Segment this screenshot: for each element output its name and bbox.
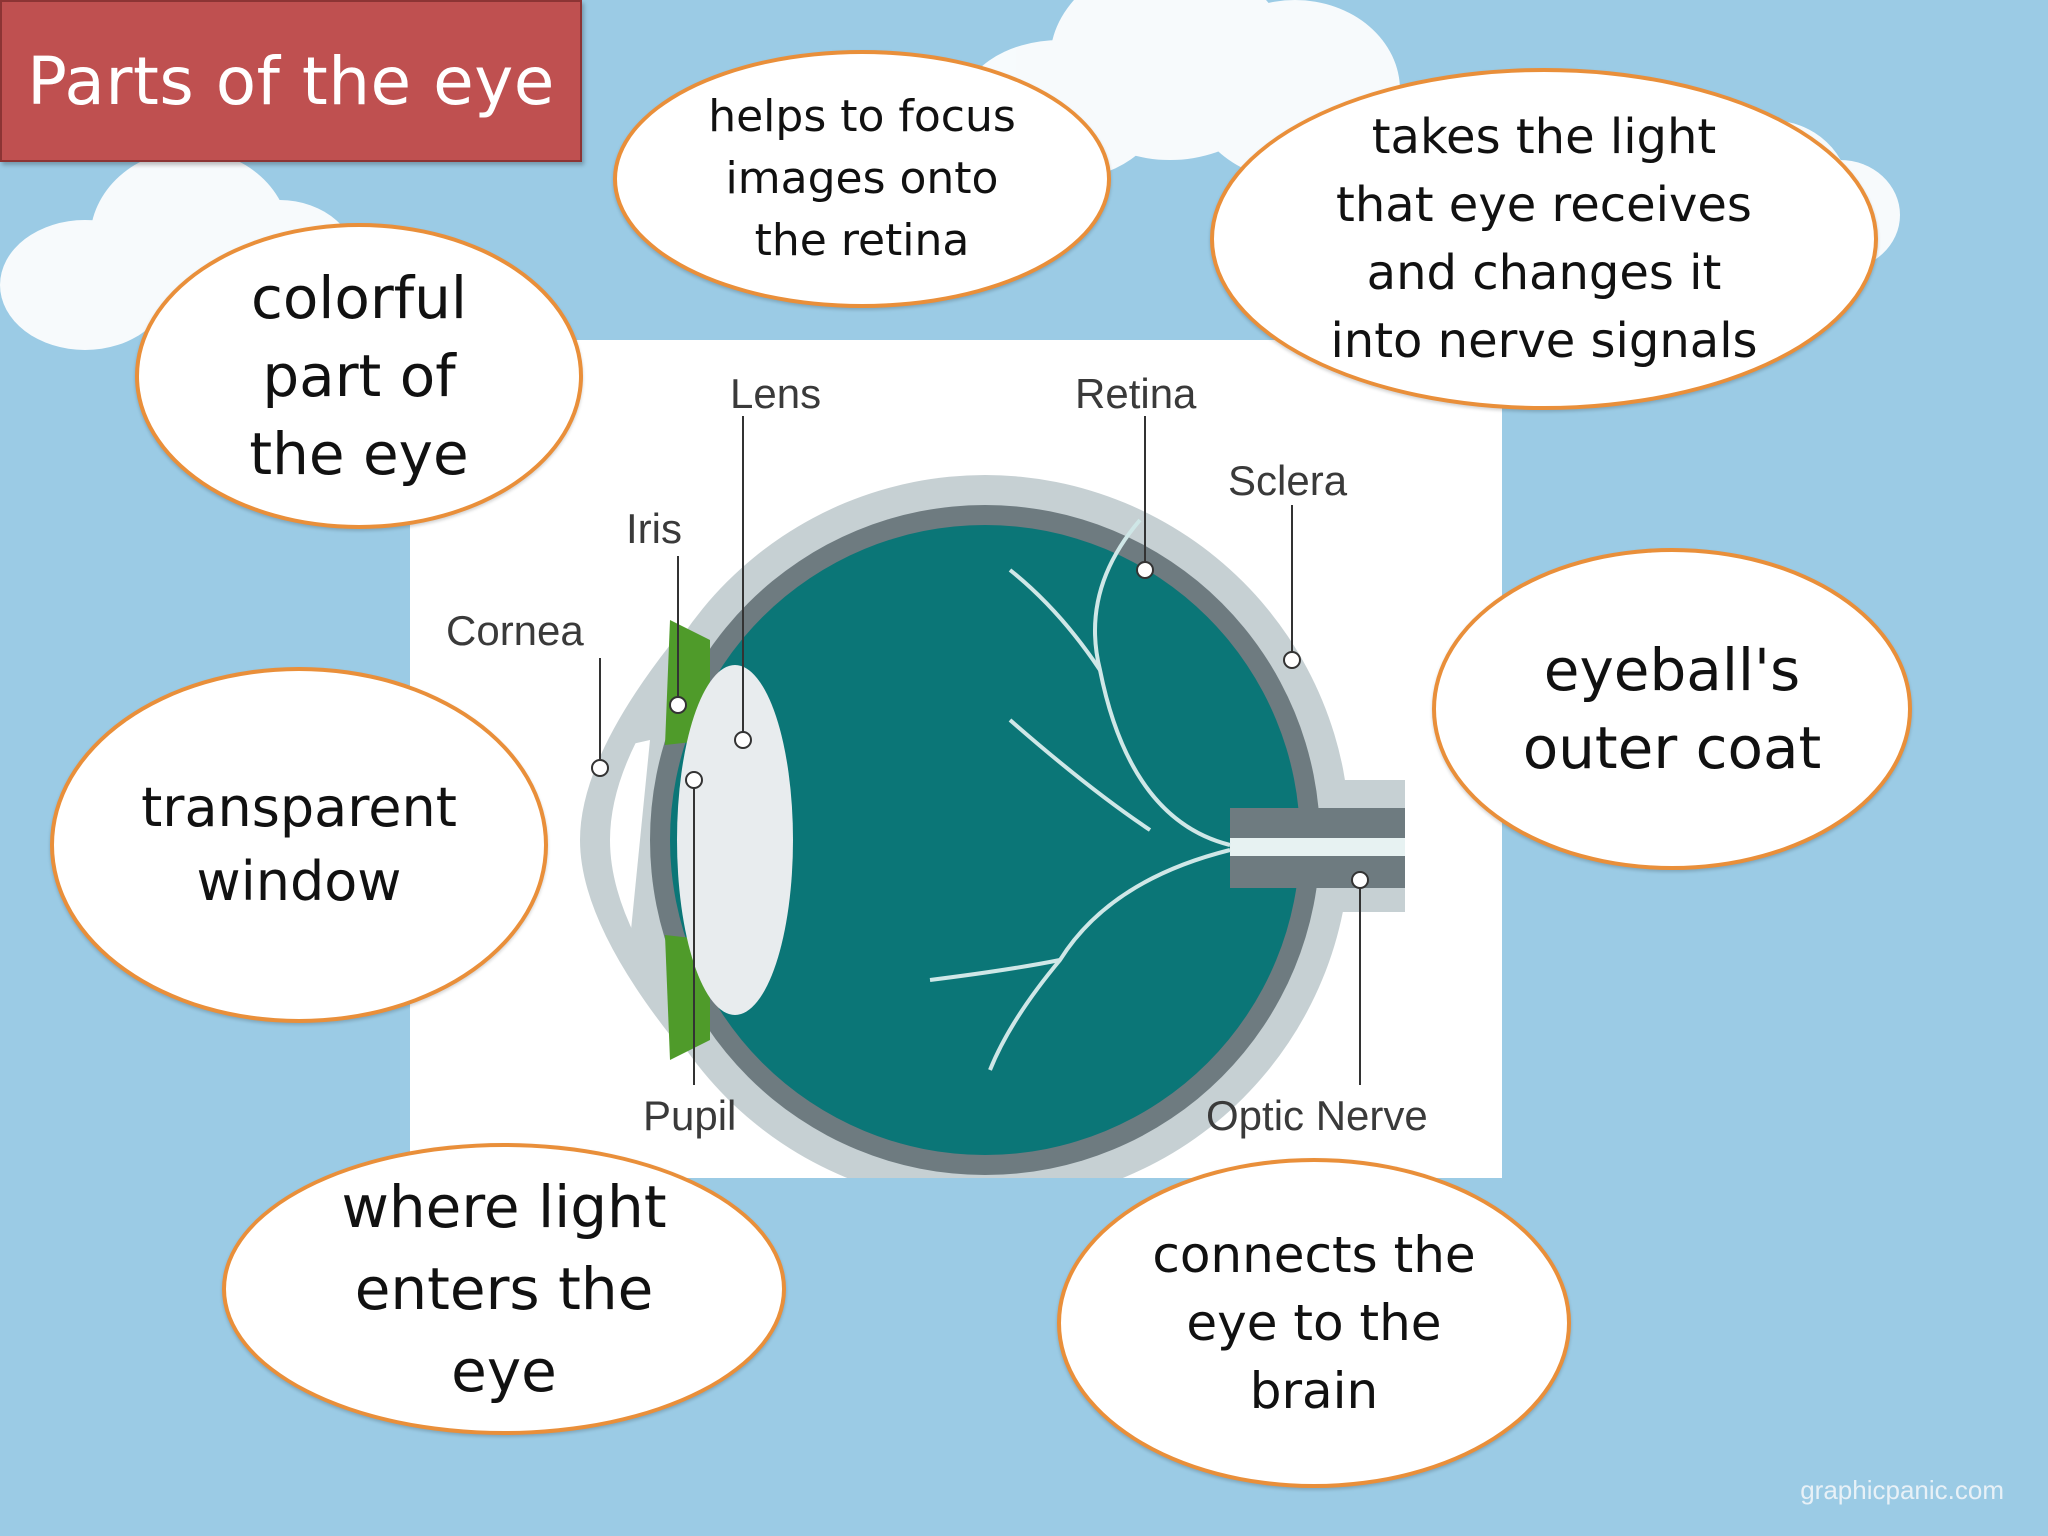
sclera-pointer-dot xyxy=(1283,651,1301,669)
retinal-vessels xyxy=(929,518,1231,1071)
label-cornea: Cornea xyxy=(446,607,584,654)
page-title: Parts of the eye xyxy=(27,42,555,120)
iris-pointer-dot xyxy=(669,696,687,714)
label-lens: Lens xyxy=(730,370,822,417)
bubble-sclera-description: eyeball's outer coat xyxy=(1432,548,1912,870)
bubble-pupil-description: where light enters the eye xyxy=(222,1143,786,1435)
watermark: graphicpanic.com xyxy=(1800,1475,2004,1505)
bubble-retina-description: takes the light that eye receives and ch… xyxy=(1210,68,1878,410)
cornea-pointer-dot xyxy=(591,759,609,777)
label-retina: Retina xyxy=(1075,370,1197,417)
lens-shape xyxy=(677,665,793,1015)
label-pupil: Pupil xyxy=(643,1092,737,1139)
label-iris: Iris xyxy=(626,505,682,552)
bubble-cornea-description: transparent window xyxy=(50,667,548,1023)
title-banner: Parts of the eye xyxy=(0,0,582,162)
eye-diagram-svg xyxy=(560,416,1405,1178)
cloud-top-center xyxy=(960,0,1400,180)
cornea-shape xyxy=(580,645,690,1035)
pupil-pointer-dot xyxy=(685,771,703,789)
label-optic-nerve: Optic Nerve xyxy=(1206,1092,1428,1139)
optic-nerve-pointer-dot xyxy=(1351,871,1369,889)
bubble-iris-description: colorful part of the eye xyxy=(135,223,583,529)
label-sclera: Sclera xyxy=(1228,457,1348,504)
optic-nerve-core xyxy=(1230,838,1405,856)
bubble-optic-nerve-description: connects the eye to the brain xyxy=(1057,1158,1571,1488)
retina-pointer-dot xyxy=(1136,561,1154,579)
bubble-lens-description: helps to focus images onto the retina xyxy=(613,50,1111,308)
vitreous-shape xyxy=(670,525,1300,1155)
eye-diagram: Lens Retina Sclera Iris Cornea Pupil Opt… xyxy=(410,340,1502,1178)
lens-pointer-dot xyxy=(734,731,752,749)
